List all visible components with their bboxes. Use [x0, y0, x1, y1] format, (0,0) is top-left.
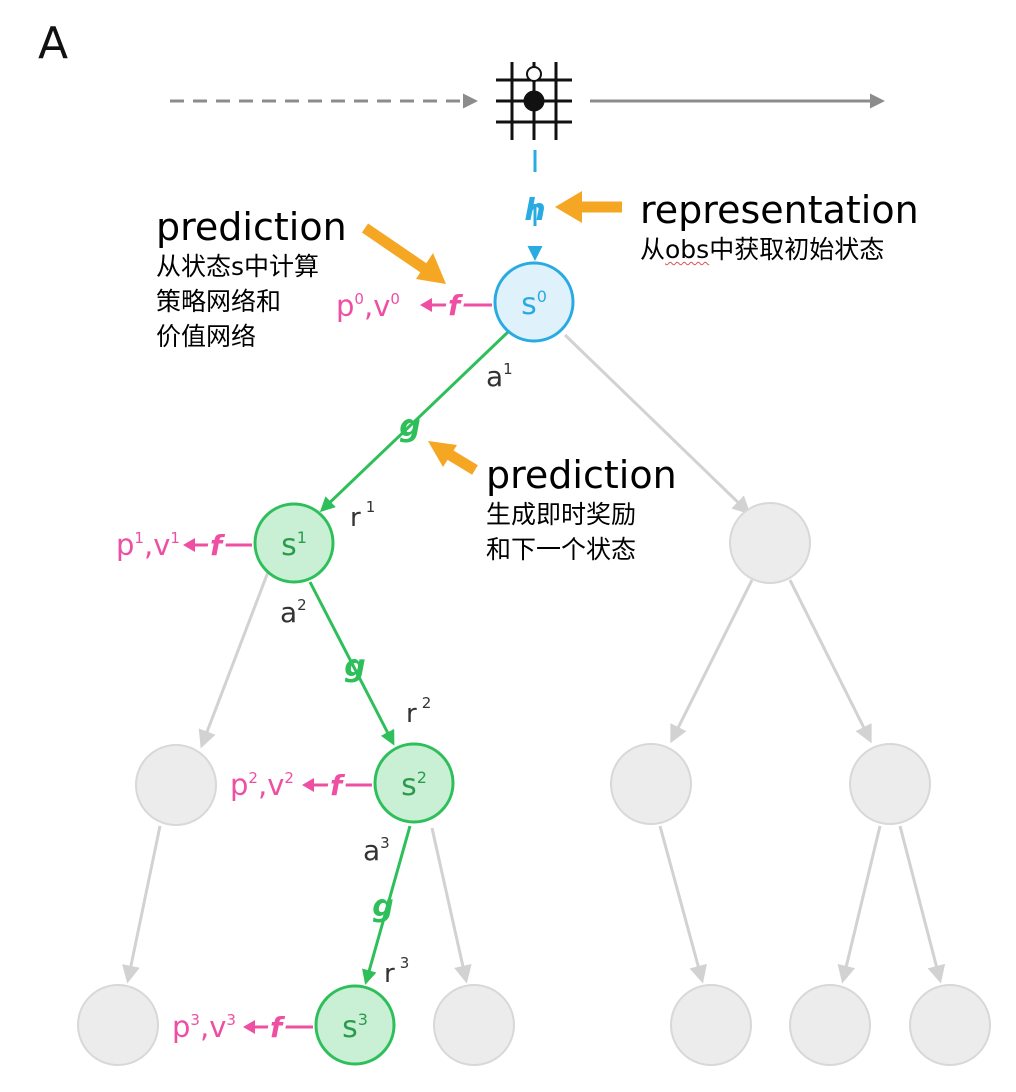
state-node-s1: s1: [253, 502, 335, 584]
tree-node: [729, 502, 811, 584]
tree-node: [849, 743, 931, 825]
svg-text:s2: s2: [401, 768, 427, 803]
tree-node: [789, 984, 871, 1066]
panel-label: A: [38, 18, 68, 69]
dynamics-function-label-1: g: [399, 409, 420, 444]
dynamics-function-label-2: g: [344, 649, 365, 684]
action-label-2: a2: [280, 596, 307, 629]
svg-text:s1: s1: [281, 528, 307, 563]
tree-node: [433, 984, 515, 1066]
prediction-output-1: p1,v1 f: [116, 526, 252, 565]
annotation-description: 从状态s中计算 策略网络和 价值网络: [156, 252, 320, 351]
svg-text:p2,v2: p2,v2: [230, 768, 294, 802]
tree-node: [909, 984, 991, 1066]
annotation-prediction-g: prediction 生成即时奖励 和下一个状态: [486, 453, 677, 567]
prediction-output-3: p3,v3 f: [172, 1008, 313, 1047]
annotation-title: prediction: [486, 453, 677, 497]
go-board-icon: [496, 62, 572, 140]
annotation-representation: representation 从obs中获取初始状态: [640, 188, 919, 267]
tree-node: [135, 744, 217, 826]
dynamics-edges: [308, 330, 510, 985]
unexplored-nodes: [77, 502, 991, 1066]
dynamics-function-label-3: g: [372, 889, 393, 924]
annotation-description: 从obs中获取初始状态: [640, 235, 885, 264]
annotation-prediction-f: prediction 从状态s中计算 策略网络和 价值网络: [156, 205, 347, 354]
annotation-description: 生成即时奖励 和下一个状态: [486, 500, 637, 564]
svg-text:s0: s0: [521, 287, 547, 322]
state-node-s0: s0: [493, 261, 575, 343]
svg-text:p1,v1: p1,v1: [116, 528, 180, 562]
tree-node: [77, 984, 159, 1066]
annotation-title: representation: [640, 188, 919, 232]
state-node-s2: s2: [373, 742, 455, 824]
tree-node: [670, 984, 752, 1066]
action-label-3: a3: [363, 834, 390, 867]
unexplored-edges: [122, 333, 946, 984]
representation-function-label: h: [524, 193, 545, 228]
state-node-s3: s3: [314, 984, 396, 1066]
annotation-title: prediction: [156, 205, 347, 249]
annotation-arrows: [361, 191, 622, 475]
svg-text:p0,v0: p0,v0: [336, 289, 400, 323]
tree-node: [610, 743, 692, 825]
prediction-output-2: p2,v2 f: [230, 766, 372, 805]
svg-text:p3,v3: p3,v3: [172, 1010, 236, 1044]
prediction-output-0: p0,v0 f: [336, 286, 492, 325]
svg-text:s3: s3: [342, 1010, 368, 1045]
action-label-1: a1: [486, 360, 513, 393]
